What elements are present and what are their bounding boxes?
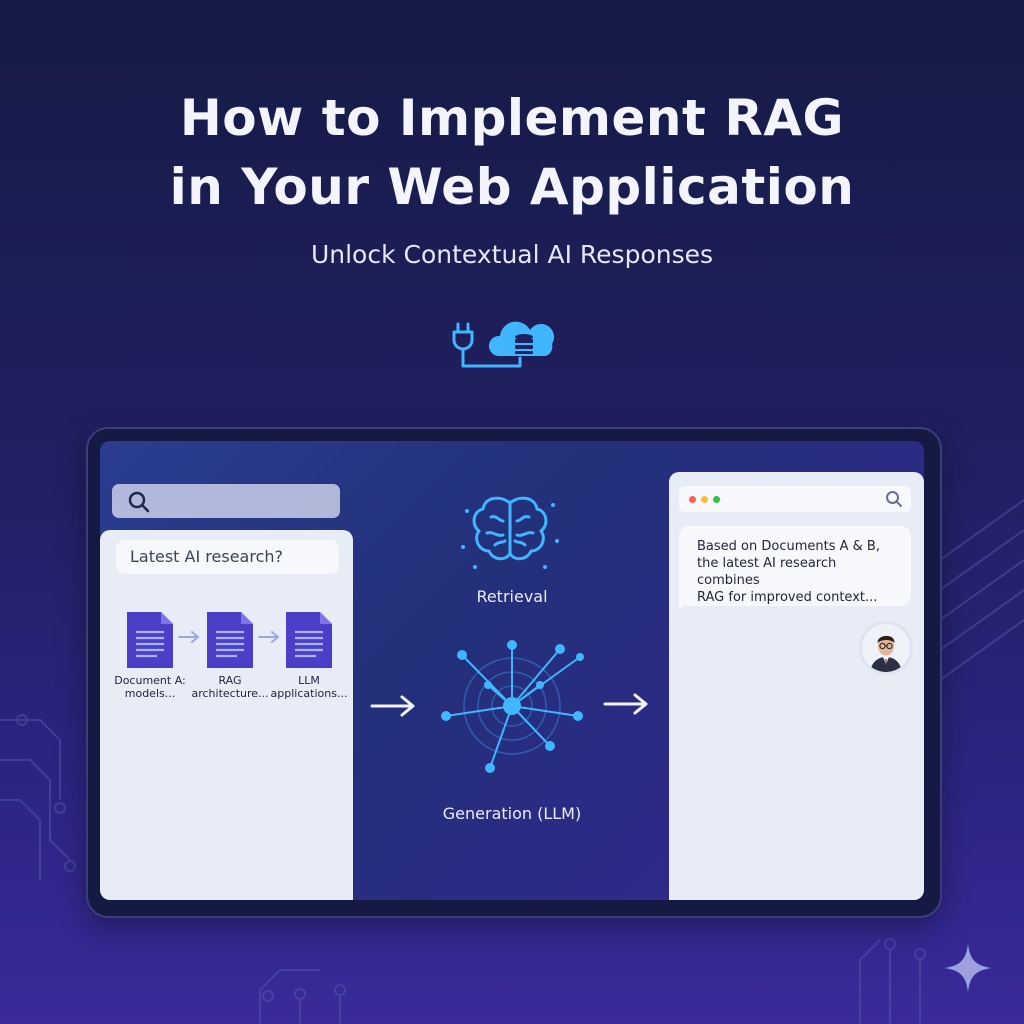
response-line: Based on Documents A & B, bbox=[697, 539, 880, 554]
maximize-dot[interactable] bbox=[713, 496, 720, 503]
arrow-right-icon bbox=[178, 631, 200, 643]
retrieval-panel: Latest AI research? Document A: models..… bbox=[100, 530, 353, 900]
page-title: How to Implement RAG in Your Web Applica… bbox=[0, 84, 1024, 222]
query-input[interactable]: Latest AI research? bbox=[116, 540, 339, 574]
search-bar[interactable] bbox=[112, 484, 340, 518]
retrieval-label: Retrieval bbox=[476, 587, 548, 606]
response-line: the latest AI research combines bbox=[697, 556, 837, 588]
user-avatar[interactable] bbox=[862, 624, 910, 672]
page-subtitle: Unlock Contextual AI Responses bbox=[310, 240, 714, 269]
person-icon bbox=[862, 624, 910, 672]
ai-response-bubble: Based on Documents A & B, the latest AI … bbox=[679, 526, 911, 606]
search-icon[interactable] bbox=[885, 490, 903, 508]
document-icon bbox=[207, 612, 253, 668]
document-label: LLM applications... bbox=[266, 674, 352, 700]
arrow-right-icon bbox=[258, 631, 280, 643]
document-label: Document A: models... bbox=[107, 674, 193, 700]
minimize-dot[interactable] bbox=[701, 496, 708, 503]
bubble-tail bbox=[679, 598, 691, 610]
arrow-right-icon bbox=[370, 695, 415, 717]
arrow-right-icon bbox=[603, 693, 648, 715]
sparkle-icon bbox=[944, 944, 992, 992]
document-icon bbox=[127, 612, 173, 668]
close-dot[interactable] bbox=[689, 496, 696, 503]
document-snippet: applications... bbox=[270, 687, 348, 700]
network-icon bbox=[441, 640, 584, 773]
plug-cloud-database-icon bbox=[452, 321, 555, 368]
browser-bar bbox=[679, 486, 911, 512]
brain-icon bbox=[461, 496, 559, 569]
title-line-2: in Your Web Application bbox=[169, 158, 855, 216]
document-snippet: models... bbox=[124, 687, 176, 700]
document-label: RAG architecture... bbox=[187, 674, 273, 700]
document-title: RAG bbox=[218, 674, 242, 687]
search-icon bbox=[128, 491, 150, 513]
app-screen: Latest AI research? Document A: models..… bbox=[100, 441, 924, 900]
title-line-1: How to Implement RAG bbox=[179, 89, 845, 147]
response-panel: Based on Documents A & B, the latest AI … bbox=[669, 472, 924, 900]
document-title: LLM bbox=[298, 674, 320, 687]
document-icon bbox=[286, 612, 332, 668]
generation-label: Generation (LLM) bbox=[442, 804, 582, 823]
response-line: RAG for improved context... bbox=[697, 590, 878, 605]
document-snippet: architecture... bbox=[191, 687, 269, 700]
document-title: Document A: bbox=[114, 674, 186, 687]
